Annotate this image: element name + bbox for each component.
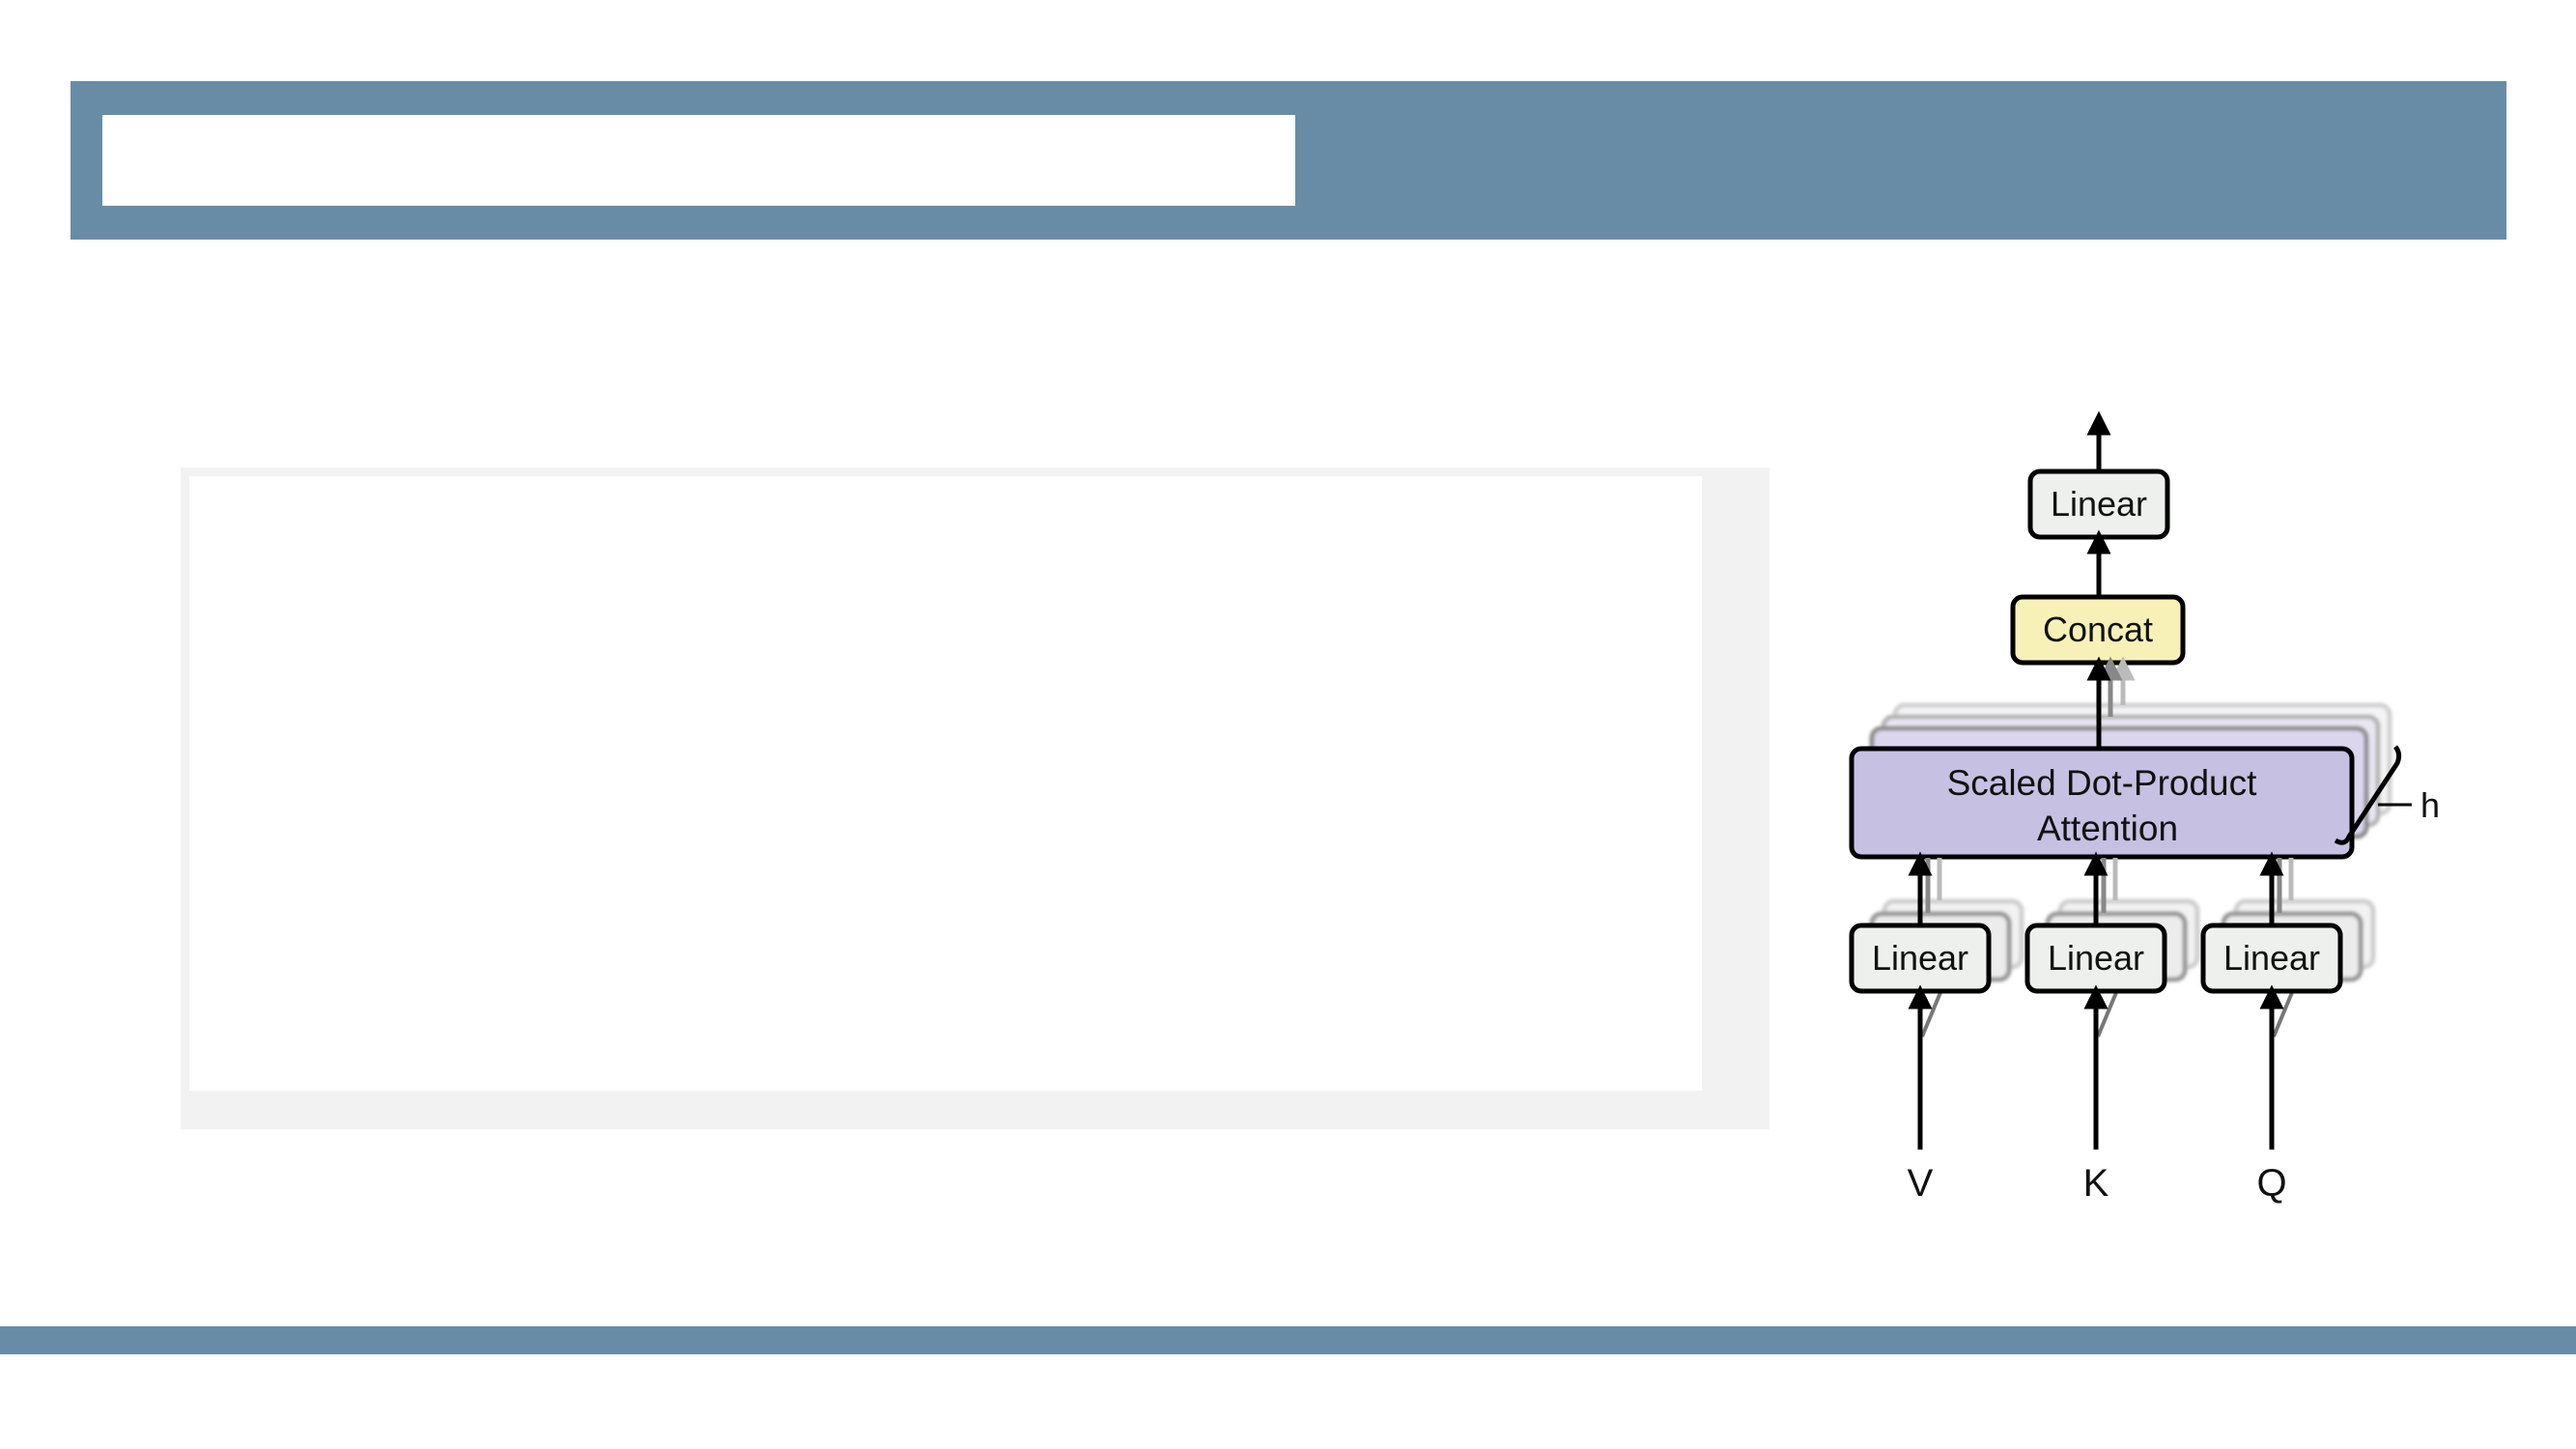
concat-label: Concat	[2043, 610, 2153, 649]
q-linear-label: Linear	[2223, 938, 2320, 978]
slide-title	[102, 115, 1295, 206]
k-linear-label: Linear	[2048, 938, 2144, 978]
scaled-dot-product-attention-box: Scaled Dot-Product Attention	[1849, 746, 2355, 860]
content-frame	[181, 468, 1769, 1129]
input-linear-stack-q: Linear Q	[2200, 851, 2376, 1205]
output-linear-box: Linear	[2027, 469, 2170, 540]
content-panel	[189, 476, 1702, 1091]
k-input-label: K	[2083, 1162, 2109, 1205]
multi-head-attention-diagram: Linear Concat Scaled Dot-Product Attenti…	[1816, 411, 2473, 1227]
v-linear-label: Linear	[1872, 938, 1968, 978]
heads-bracket	[2334, 745, 2402, 845]
v-input-label: V	[1908, 1162, 1934, 1205]
attention-label-line2: Attention	[2037, 809, 2178, 848]
slide-title-bar	[71, 81, 2506, 240]
output-linear-label: Linear	[2051, 484, 2147, 524]
concat-box: Concat	[2010, 594, 2186, 666]
heads-label: h	[2420, 785, 2440, 825]
attention-label-line1: Scaled Dot-Product	[1947, 763, 2258, 803]
slide-footer-bar	[0, 1326, 2576, 1354]
q-input-label: Q	[2256, 1162, 2286, 1205]
input-linear-stack-v: Linear V	[1849, 851, 2024, 1205]
input-linear-stack-k: Linear K	[2024, 851, 2200, 1205]
